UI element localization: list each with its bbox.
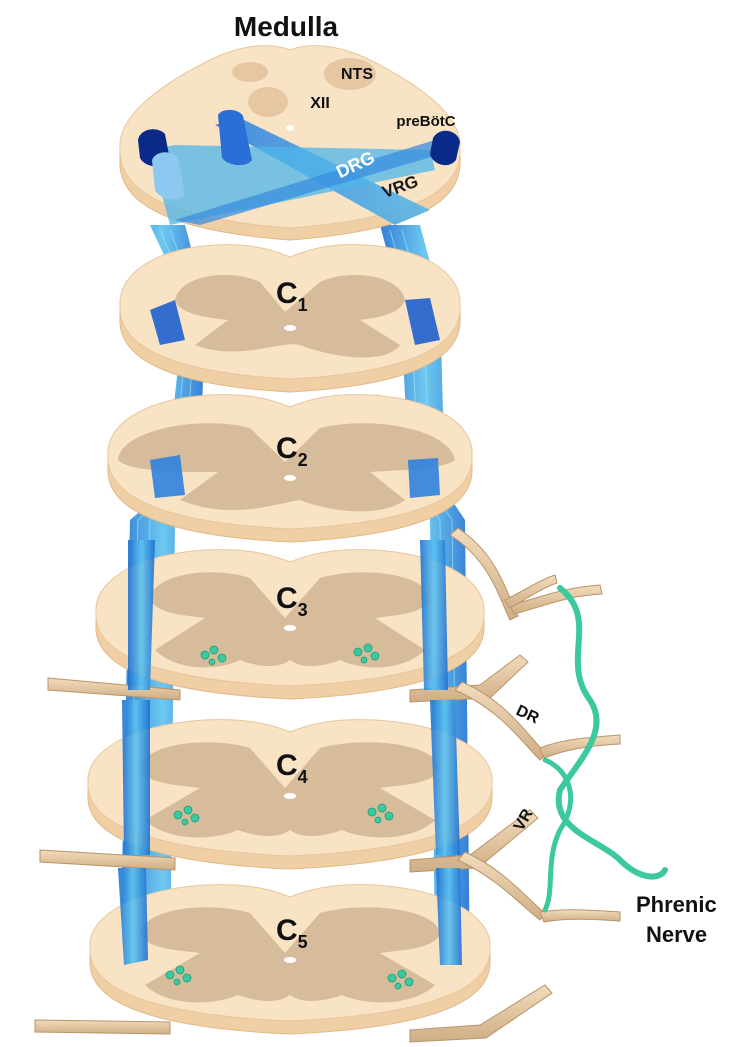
root-c5-left bbox=[35, 1020, 170, 1034]
canal-c2 bbox=[284, 475, 296, 481]
label-nerve: Nerve bbox=[646, 922, 707, 947]
canal-c1 bbox=[284, 325, 296, 331]
canal-c5 bbox=[284, 957, 296, 963]
label-phrenic: Phrenic bbox=[636, 892, 717, 917]
root-c4-branch bbox=[540, 735, 620, 758]
label-prebotc: preBötC bbox=[396, 113, 455, 130]
tract-end-c2-left bbox=[150, 455, 185, 498]
label-xii: XII bbox=[310, 95, 330, 112]
medulla-small-nucleus bbox=[232, 62, 268, 82]
drg-right bbox=[430, 131, 460, 165]
root-c5-branch bbox=[540, 910, 620, 922]
segment-c5-slice bbox=[90, 885, 490, 1034]
label-nts: NTS bbox=[341, 66, 373, 83]
tract-c5-right bbox=[436, 868, 462, 965]
tract-c3-right bbox=[420, 540, 448, 690]
medulla-canal bbox=[286, 125, 294, 131]
tract-end-c2-right bbox=[408, 458, 440, 498]
canal-c4 bbox=[284, 793, 296, 799]
canal-c3 bbox=[284, 625, 296, 631]
tract-c4-left bbox=[122, 700, 150, 855]
root-c5-dorsal bbox=[458, 852, 546, 920]
xii-nucleus bbox=[248, 87, 288, 117]
title-medulla: Medulla bbox=[234, 11, 339, 42]
medulla-slice bbox=[120, 46, 460, 240]
